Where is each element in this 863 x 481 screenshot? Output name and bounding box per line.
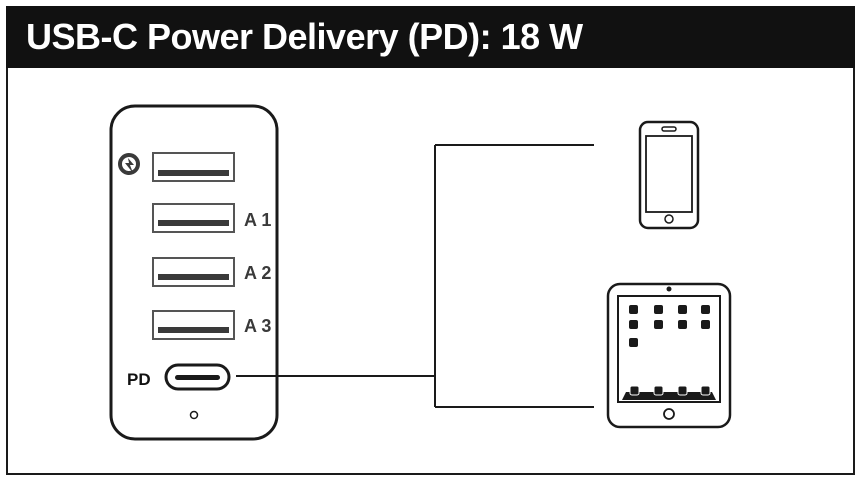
connection-lines xyxy=(236,144,594,408)
app-icons xyxy=(629,305,710,347)
header-title: USB-C Power Delivery (PD): 18 W xyxy=(26,16,583,57)
usb-a-port-a2 xyxy=(152,257,235,287)
usb-c-port-pd xyxy=(164,363,231,391)
smartphone-icon xyxy=(638,120,700,230)
header-bar: USB-C Power Delivery (PD): 18 W xyxy=(6,6,855,68)
charger: A 1 A 2 A 3 PD xyxy=(109,104,279,441)
port-label-a2: A 2 xyxy=(244,263,271,283)
port-label-a3: A 3 xyxy=(244,316,271,336)
pd-label: PD xyxy=(127,370,151,389)
tablet-dock xyxy=(622,385,716,400)
port-label-a1: A 1 xyxy=(244,210,271,230)
quick-charge-icon xyxy=(118,153,140,175)
usb-a-port-a1 xyxy=(152,203,235,233)
usb-a-port-qc xyxy=(152,152,235,182)
tablet-icon xyxy=(606,282,732,429)
usb-a-port-a3 xyxy=(152,310,235,340)
status-led xyxy=(189,410,199,420)
